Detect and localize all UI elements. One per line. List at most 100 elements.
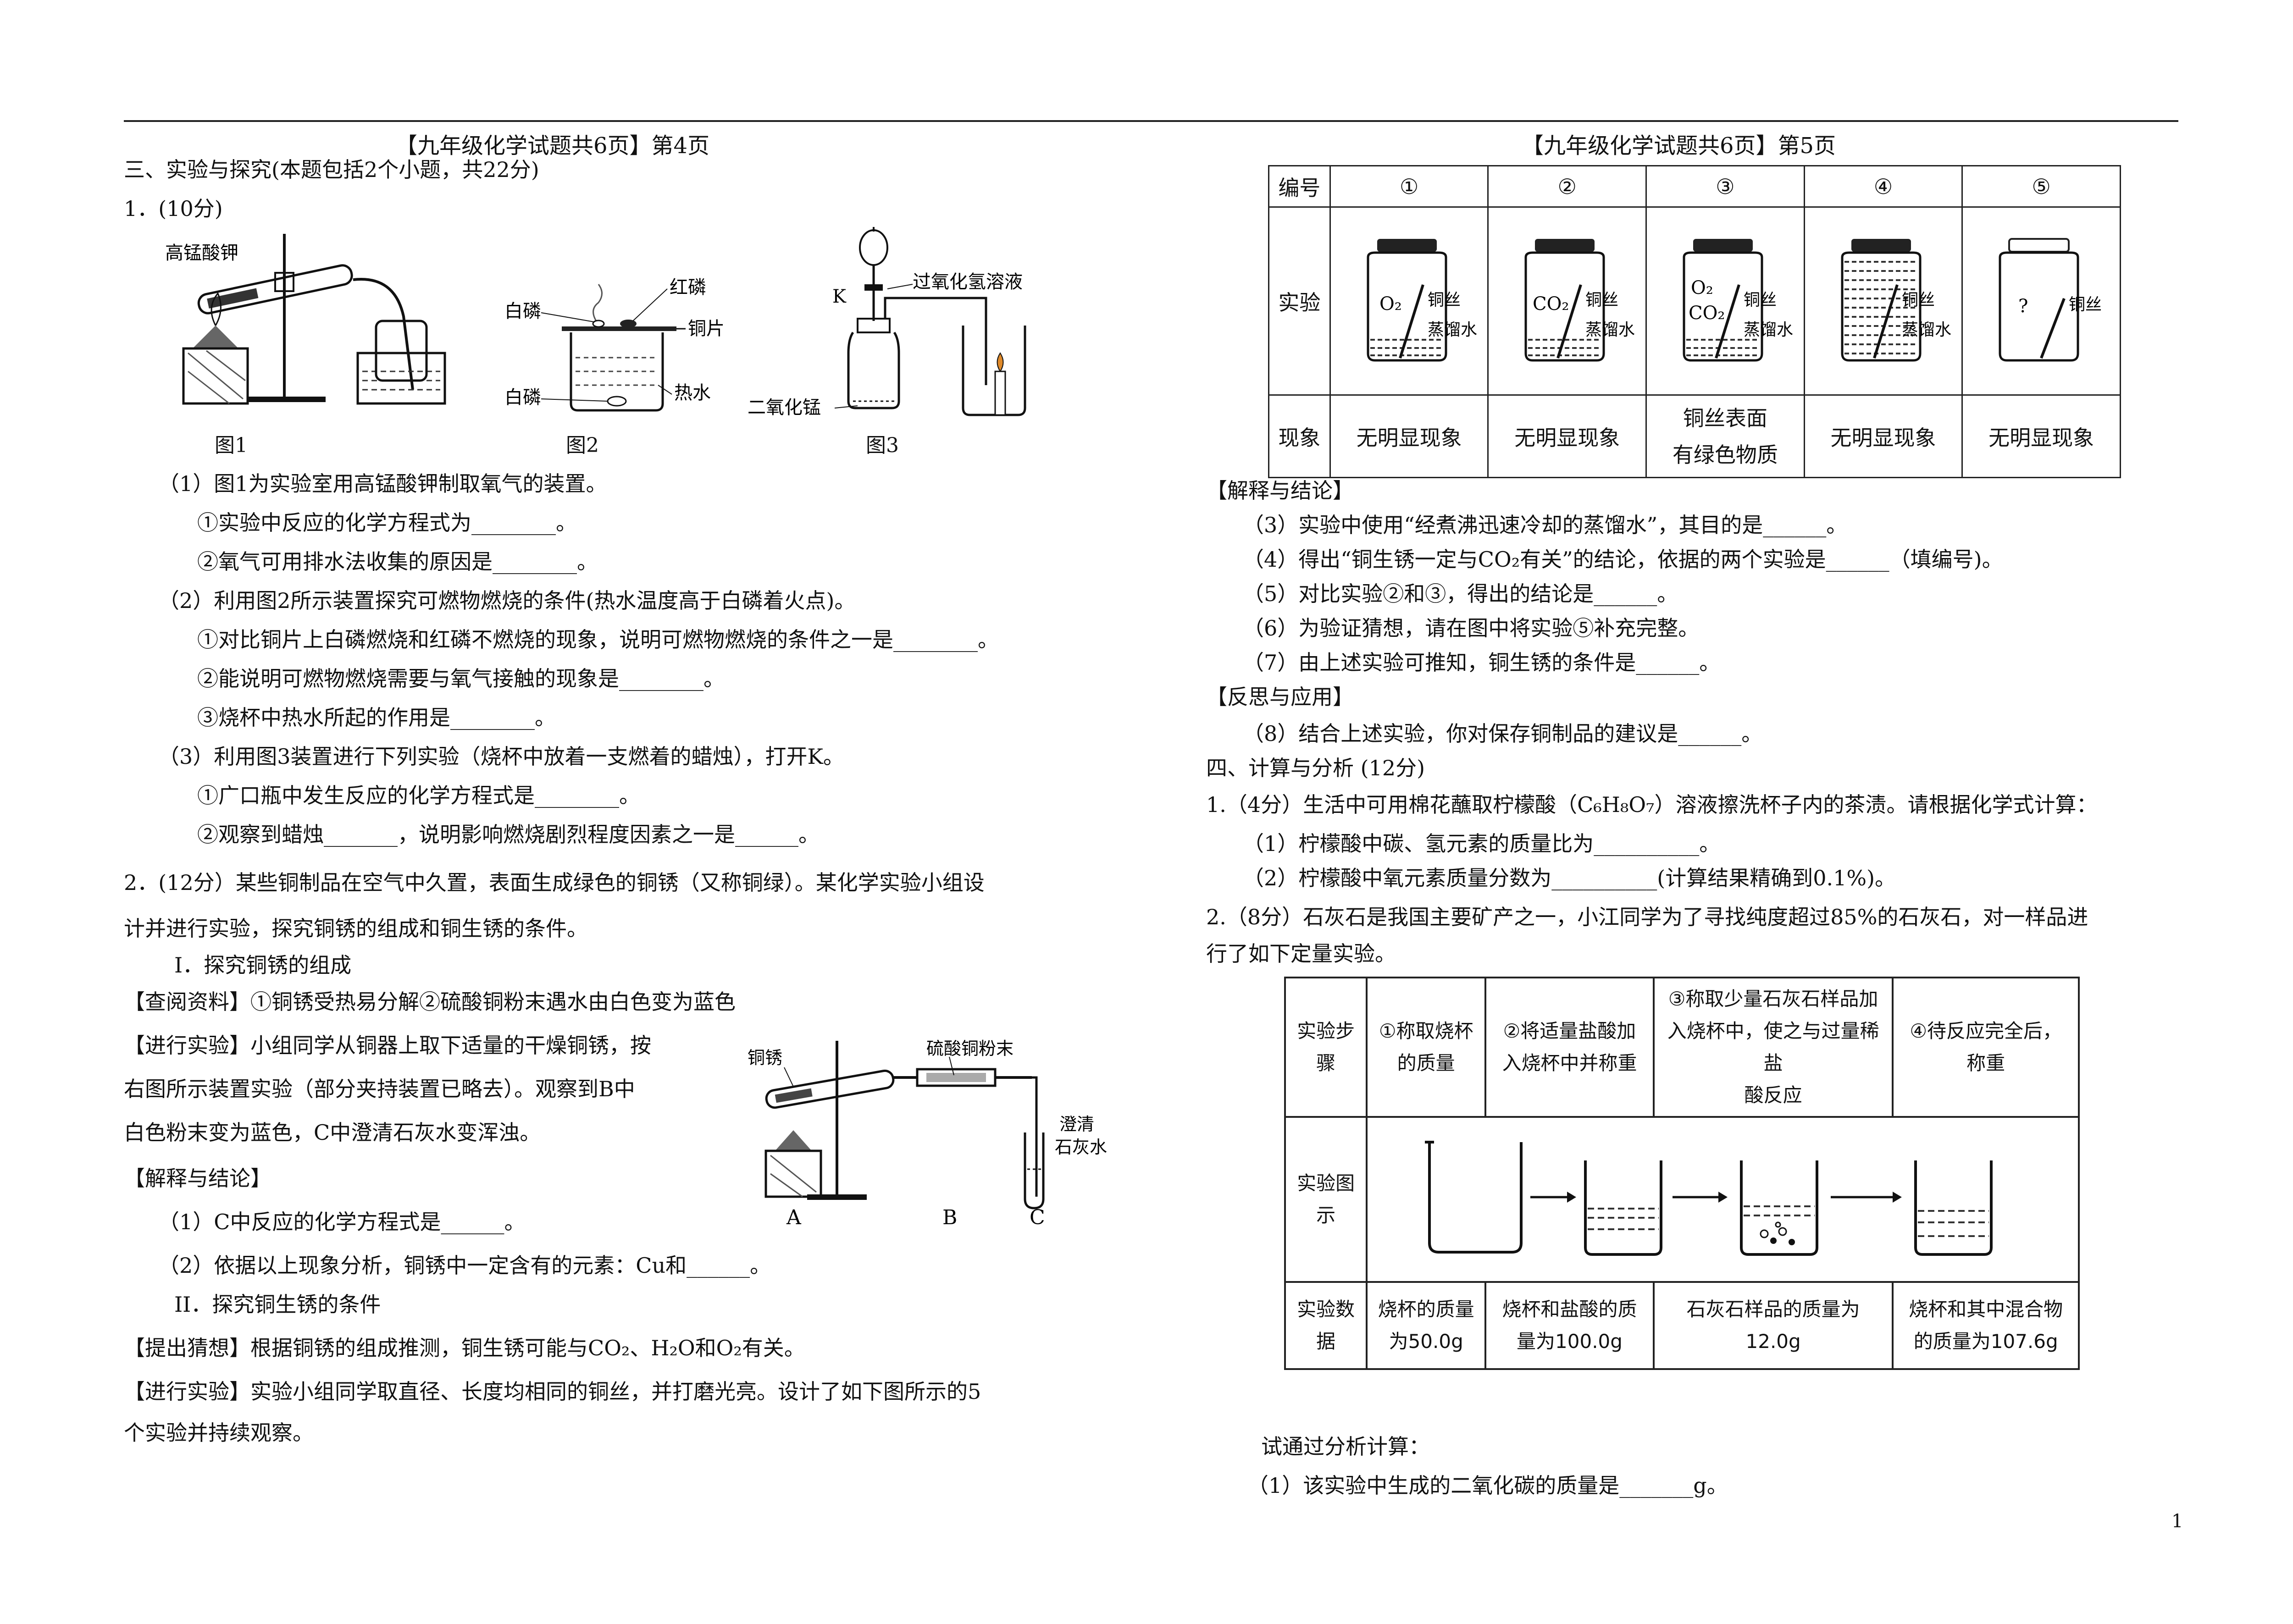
calc-step-4: ④待反应完全后， 称重 (1892, 977, 2080, 1118)
copper-rust-experiment-table: 编号 ① ② ③ ④ ⑤ 实验 O₂ 铜丝 蒸馏水 CO₂ (1268, 165, 2121, 478)
calc-steps-row: 实验步骤 ①称取烧杯 的质量 ②将适量盐酸加 入烧杯中并称重 ③称取少量石灰石样… (1284, 977, 2080, 1118)
bottle4-water-label: 蒸馏水 (1902, 320, 1951, 339)
q2-experiment-line1: 【进行实验】小组同学从铜器上取下适量的干燥铜锈，按 (124, 1033, 651, 1058)
calc-data-2-line1: 烧杯和盐酸的质 (1502, 1298, 1637, 1320)
calc-step-4-line1: ④待反应完全后， (1910, 1020, 2062, 1042)
figure-1-kmno4-apparatus: 高锰酸钾 (165, 234, 446, 405)
r-q4: （4）得出“铜生锈一定与CO₂有关”的结论，依据的两个实验是______（填编号… (1243, 547, 2003, 572)
calc-step-3-line2: 入烧杯中，使之与过量稀盐 (1667, 1020, 1879, 1074)
calc-step-2: ②将适量盐酸加 入烧杯中并称重 (1484, 977, 1655, 1118)
section-title-experiment: 三、实验与探究(本题包括2个小题，共22分) (124, 157, 539, 182)
exp-id-2: ② (1487, 165, 1647, 208)
r-calc-q2-intro-line2: 行了如下定量实验。 (1206, 941, 1396, 966)
red-phosphorus-label: 红磷 (670, 277, 706, 298)
cuso4-powder-label: 硫酸铜粉末 (926, 1038, 1014, 1059)
exp-bottle-5: ? 铜丝 (1961, 206, 2121, 396)
calc-row-header-steps: 实验步骤 (1284, 977, 1368, 1118)
exp-id-1: ① (1329, 165, 1489, 208)
r-calc-q2-intro-line1: 2.（8分）石灰石是我国主要矿产之一，小江同学为了寻找纯度超过85%的石灰石，对… (1206, 905, 2088, 929)
q2-intro-line2: 计并进行实验，探究铜锈的组成和铜生锈的条件。 (124, 916, 588, 941)
exp-bottle-4: 铜丝 蒸馏水 (1803, 206, 1963, 396)
r-conclusion-heading: 【解释与结论】 (1206, 478, 1354, 503)
q1-part2: （2）利用图2所示装置探究可燃物燃烧的条件(热水温度高于白磷着火点)。 (158, 588, 856, 613)
bottle1-water-label: 蒸馏水 (1428, 320, 1477, 339)
kmno4-label: 高锰酸钾 (165, 243, 238, 264)
exp-row-header-phenomenon: 现象 (1268, 394, 1331, 478)
limestone-calculation-table: 实验步骤 ①称取烧杯 的质量 ②将适量盐酸加 入烧杯中并称重 ③称取少量石灰石样… (1284, 977, 2080, 1370)
bottle4-wire-label: 铜丝 (1902, 291, 1935, 309)
q1-part3-b: ②观察到蜡烛_______，说明影响燃烧剧烈程度因素之一是______。 (197, 822, 820, 847)
q2-part2: （2）依据以上现象分析，铜锈中一定含有的元素：Cu和______。 (158, 1253, 771, 1278)
calc-data-4: 烧杯和其中混合物 的质量为107.6g (1892, 1281, 2080, 1370)
figure-copper-rust-apparatus: 铜锈 硫酸铜粉末 澄清 石灰水 A B C (748, 1038, 1107, 1229)
calc-diagram-row: 实验图示 (1284, 1116, 2080, 1283)
r-section-four-title: 四、计算与分析 (12分) (1206, 756, 1425, 780)
r-q3: （3）实验中使用“经煮沸迅速冷却的蒸馏水”，其目的是______。 (1243, 513, 1848, 537)
q2-section-ii: II．探究铜生锈的条件 (174, 1292, 381, 1317)
q2-section-i: I．探究铜锈的组成 (174, 953, 352, 978)
exp-phenomenon-3: 铜丝表面 有绿色物质 (1645, 394, 1805, 478)
r-calc-q1-part2: （2）柠檬酸中氧元素质量分数为__________(计算结果精确到0.1%)。 (1243, 866, 1896, 890)
r-reflection-heading: 【反思与应用】 (1206, 685, 1354, 709)
q2-reference: 【查阅资料】①铜锈受热易分解②硫酸铜粉末遇水由白色变为蓝色 (124, 989, 736, 1014)
calc-row-header-diagram: 实验图示 (1284, 1116, 1368, 1283)
q1-part3-a: ①广口瓶中发生反应的化学方程式是________。 (197, 783, 640, 808)
calc-data-3-line1: 石灰石样品的质量为 (1686, 1298, 1860, 1320)
page-header-right: 【九年级化学试题共6页】第5页 (1522, 133, 1836, 159)
exp-bottle-3: O₂ CO₂ 铜丝 蒸馏水 (1645, 206, 1805, 396)
exp-row-header-id: 编号 (1268, 165, 1331, 208)
calc-data-row: 实验数据 烧杯的质量 为50.0g 烧杯和盐酸的质 量为100.0g 石灰石样品… (1284, 1281, 2080, 1370)
calc-step-2-line1: ②将适量盐酸加 (1503, 1020, 1636, 1042)
calc-beaker-diagram (1366, 1116, 2080, 1283)
bottle2-water-label: 蒸馏水 (1585, 320, 1635, 339)
q1-part2-a: ①对比铜片上白磷燃烧和红磷不燃烧的现象，说明可燃物燃烧的条件之一是_______… (197, 627, 999, 652)
q2-hypothesis: 【提出猜想】根据铜锈的组成推测，铜生锈可能与CO₂、H₂O和O₂有关。 (124, 1336, 805, 1360)
r-calc-q2-part1: （1）该实验中生成的二氧化碳的质量是_______g。 (1247, 1473, 1728, 1498)
limewater-label-1: 澄清 (1059, 1114, 1094, 1134)
top-rule (124, 120, 2178, 122)
exp-phenomenon-2: 无明显现象 (1487, 394, 1647, 478)
q1-part3: （3）利用图3装置进行下列实验（烧杯中放着一支燃着的蜡烛），打开K。 (158, 744, 844, 769)
q1-part1-b: ②氧气可用排水法收集的原因是________。 (197, 549, 598, 574)
bottle2-wire-label: 铜丝 (1585, 291, 1618, 309)
page-number: 1 (2171, 1511, 2183, 1532)
calc-data-1-line2: 为50.0g (1389, 1330, 1463, 1353)
calc-step-1: ①称取烧杯 的质量 (1366, 977, 1487, 1118)
hot-water-label: 热水 (674, 382, 711, 403)
exp-phenomenon-5: 无明显现象 (1961, 394, 2121, 478)
r-analysis-prompt: 试通过分析计算： (1261, 1434, 1430, 1459)
figure-3-h2o2-apparatus: K 过氧化氢溶液 二氧化锰 (748, 227, 1026, 418)
calc-data-4-line2: 的质量为107.6g (1913, 1330, 2058, 1353)
calc-step-1-line2: 的质量 (1397, 1052, 1455, 1074)
calc-data-1: 烧杯的质量 为50.0g (1366, 1281, 1487, 1370)
bottle1-gas-label: O₂ (1379, 293, 1402, 315)
q2-part1: （1）C中反应的化学方程式是______。 (158, 1210, 526, 1234)
label-a: A (786, 1206, 802, 1229)
calc-step-3-line1: ③称取少量石灰石样品加 (1668, 988, 1878, 1010)
figure-1-label: 图1 (215, 434, 248, 457)
r-q5: （5）对比实验②和③，得出的结论是______。 (1243, 581, 1678, 606)
white-phosphorus-top-label: 白磷 (504, 301, 541, 322)
calc-data-3: 石灰石样品的质量为 12.0g (1652, 1281, 1894, 1370)
exp-phenomenon-1: 无明显现象 (1329, 394, 1489, 478)
calc-data-1-line1: 烧杯的质量 (1378, 1298, 1474, 1320)
label-b: B (942, 1206, 957, 1229)
page-header-left: 【九年级化学试题共6页】第4页 (395, 133, 710, 159)
bottle1-wire-label: 铜丝 (1428, 291, 1461, 309)
exp-id-4: ④ (1803, 165, 1963, 208)
calc-step-4-line2: 称重 (1966, 1052, 2005, 1074)
calc-data-4-line1: 烧杯和其中混合物 (1909, 1298, 2063, 1320)
bottle3-water-label: 蒸馏水 (1744, 320, 1793, 339)
calc-step-2-line2: 入烧杯中并称重 (1502, 1052, 1637, 1074)
copper-rust-label: 铜锈 (748, 1048, 782, 1068)
r-q6: （6）为验证猜想，请在图中将实验⑤补充完整。 (1243, 616, 1700, 641)
calc-step-3-line3: 酸反应 (1744, 1084, 1802, 1106)
calc-data-3-line2: 12.0g (1745, 1330, 1801, 1353)
exp-row-header-experiment: 实验 (1268, 206, 1331, 396)
exp-phenomenon-3-line1: 铜丝表面 (1683, 405, 1767, 431)
calc-row-header-data: 实验数据 (1284, 1281, 1368, 1370)
mno2-label: 二氧化锰 (748, 397, 821, 418)
exp-table-phenomenon-row: 现象 无明显现象 无明显现象 铜丝表面 有绿色物质 无明显现象 无明显现象 (1268, 394, 2121, 478)
q2-intro-line1: 2．(12分）某些铜制品在空气中久置，表面生成绿色的铜锈（又称铜绿）。某化学实验… (124, 870, 985, 895)
q1-part1-a: ①实验中反应的化学方程式为________。 (197, 510, 577, 535)
